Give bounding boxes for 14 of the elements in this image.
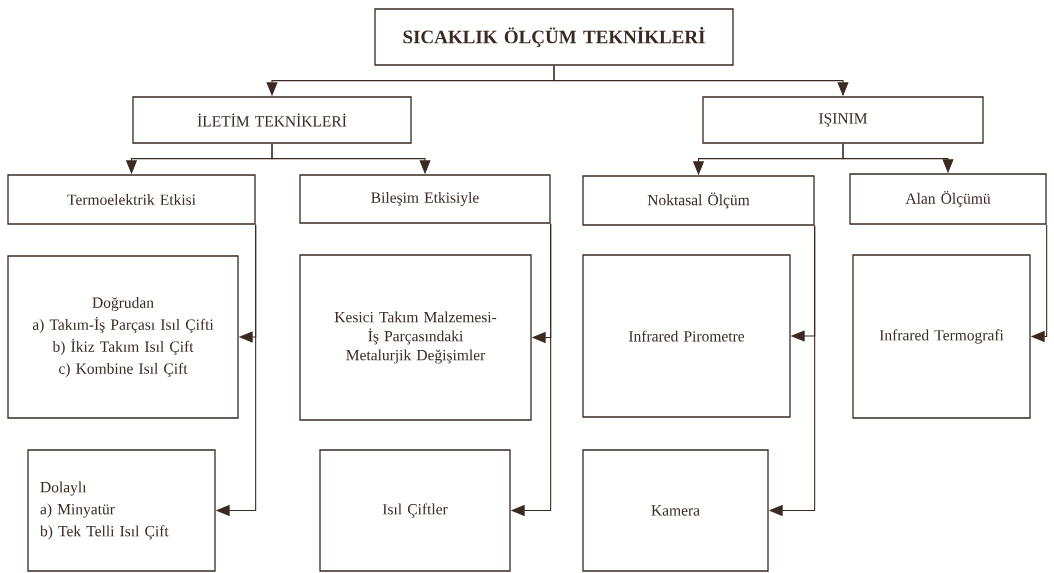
subcategory-box: Alan Ölçümü [849, 173, 1047, 225]
category-box: İLETİM TEKNİKLERİ [132, 96, 412, 144]
title-box: SICAKLIK ÖLÇÜM TEKNİKLERİ [374, 8, 734, 66]
method-box: Dolaylı a) Minyatür b) Tek Telli Isıl Çift [27, 449, 216, 572]
method-box: Kesici Takım Malzemesi- İş Parçasındaki Metalurjik Değişimler [299, 254, 532, 421]
subcategory-box: Noktasal Ölçüm [582, 175, 815, 226]
method-box: Infrared Pirometre [582, 254, 791, 418]
category-box: IŞINIM [702, 96, 984, 144]
method-box: Doğrudan a) Takım-İş Parçası Isıl Çifti b) İkiz Takım Isıl Çift c) Kombine Isıl Çift [7, 255, 239, 419]
method-box: Isıl Çiftler [319, 449, 511, 572]
subcategory-box: Bileşim Etkisiyle [299, 174, 551, 224]
subcategory-box: Termoelektrik Etkisi [7, 174, 256, 225]
method-box: Kamera [582, 449, 769, 572]
method-box: Infrared Termografi [852, 254, 1031, 419]
